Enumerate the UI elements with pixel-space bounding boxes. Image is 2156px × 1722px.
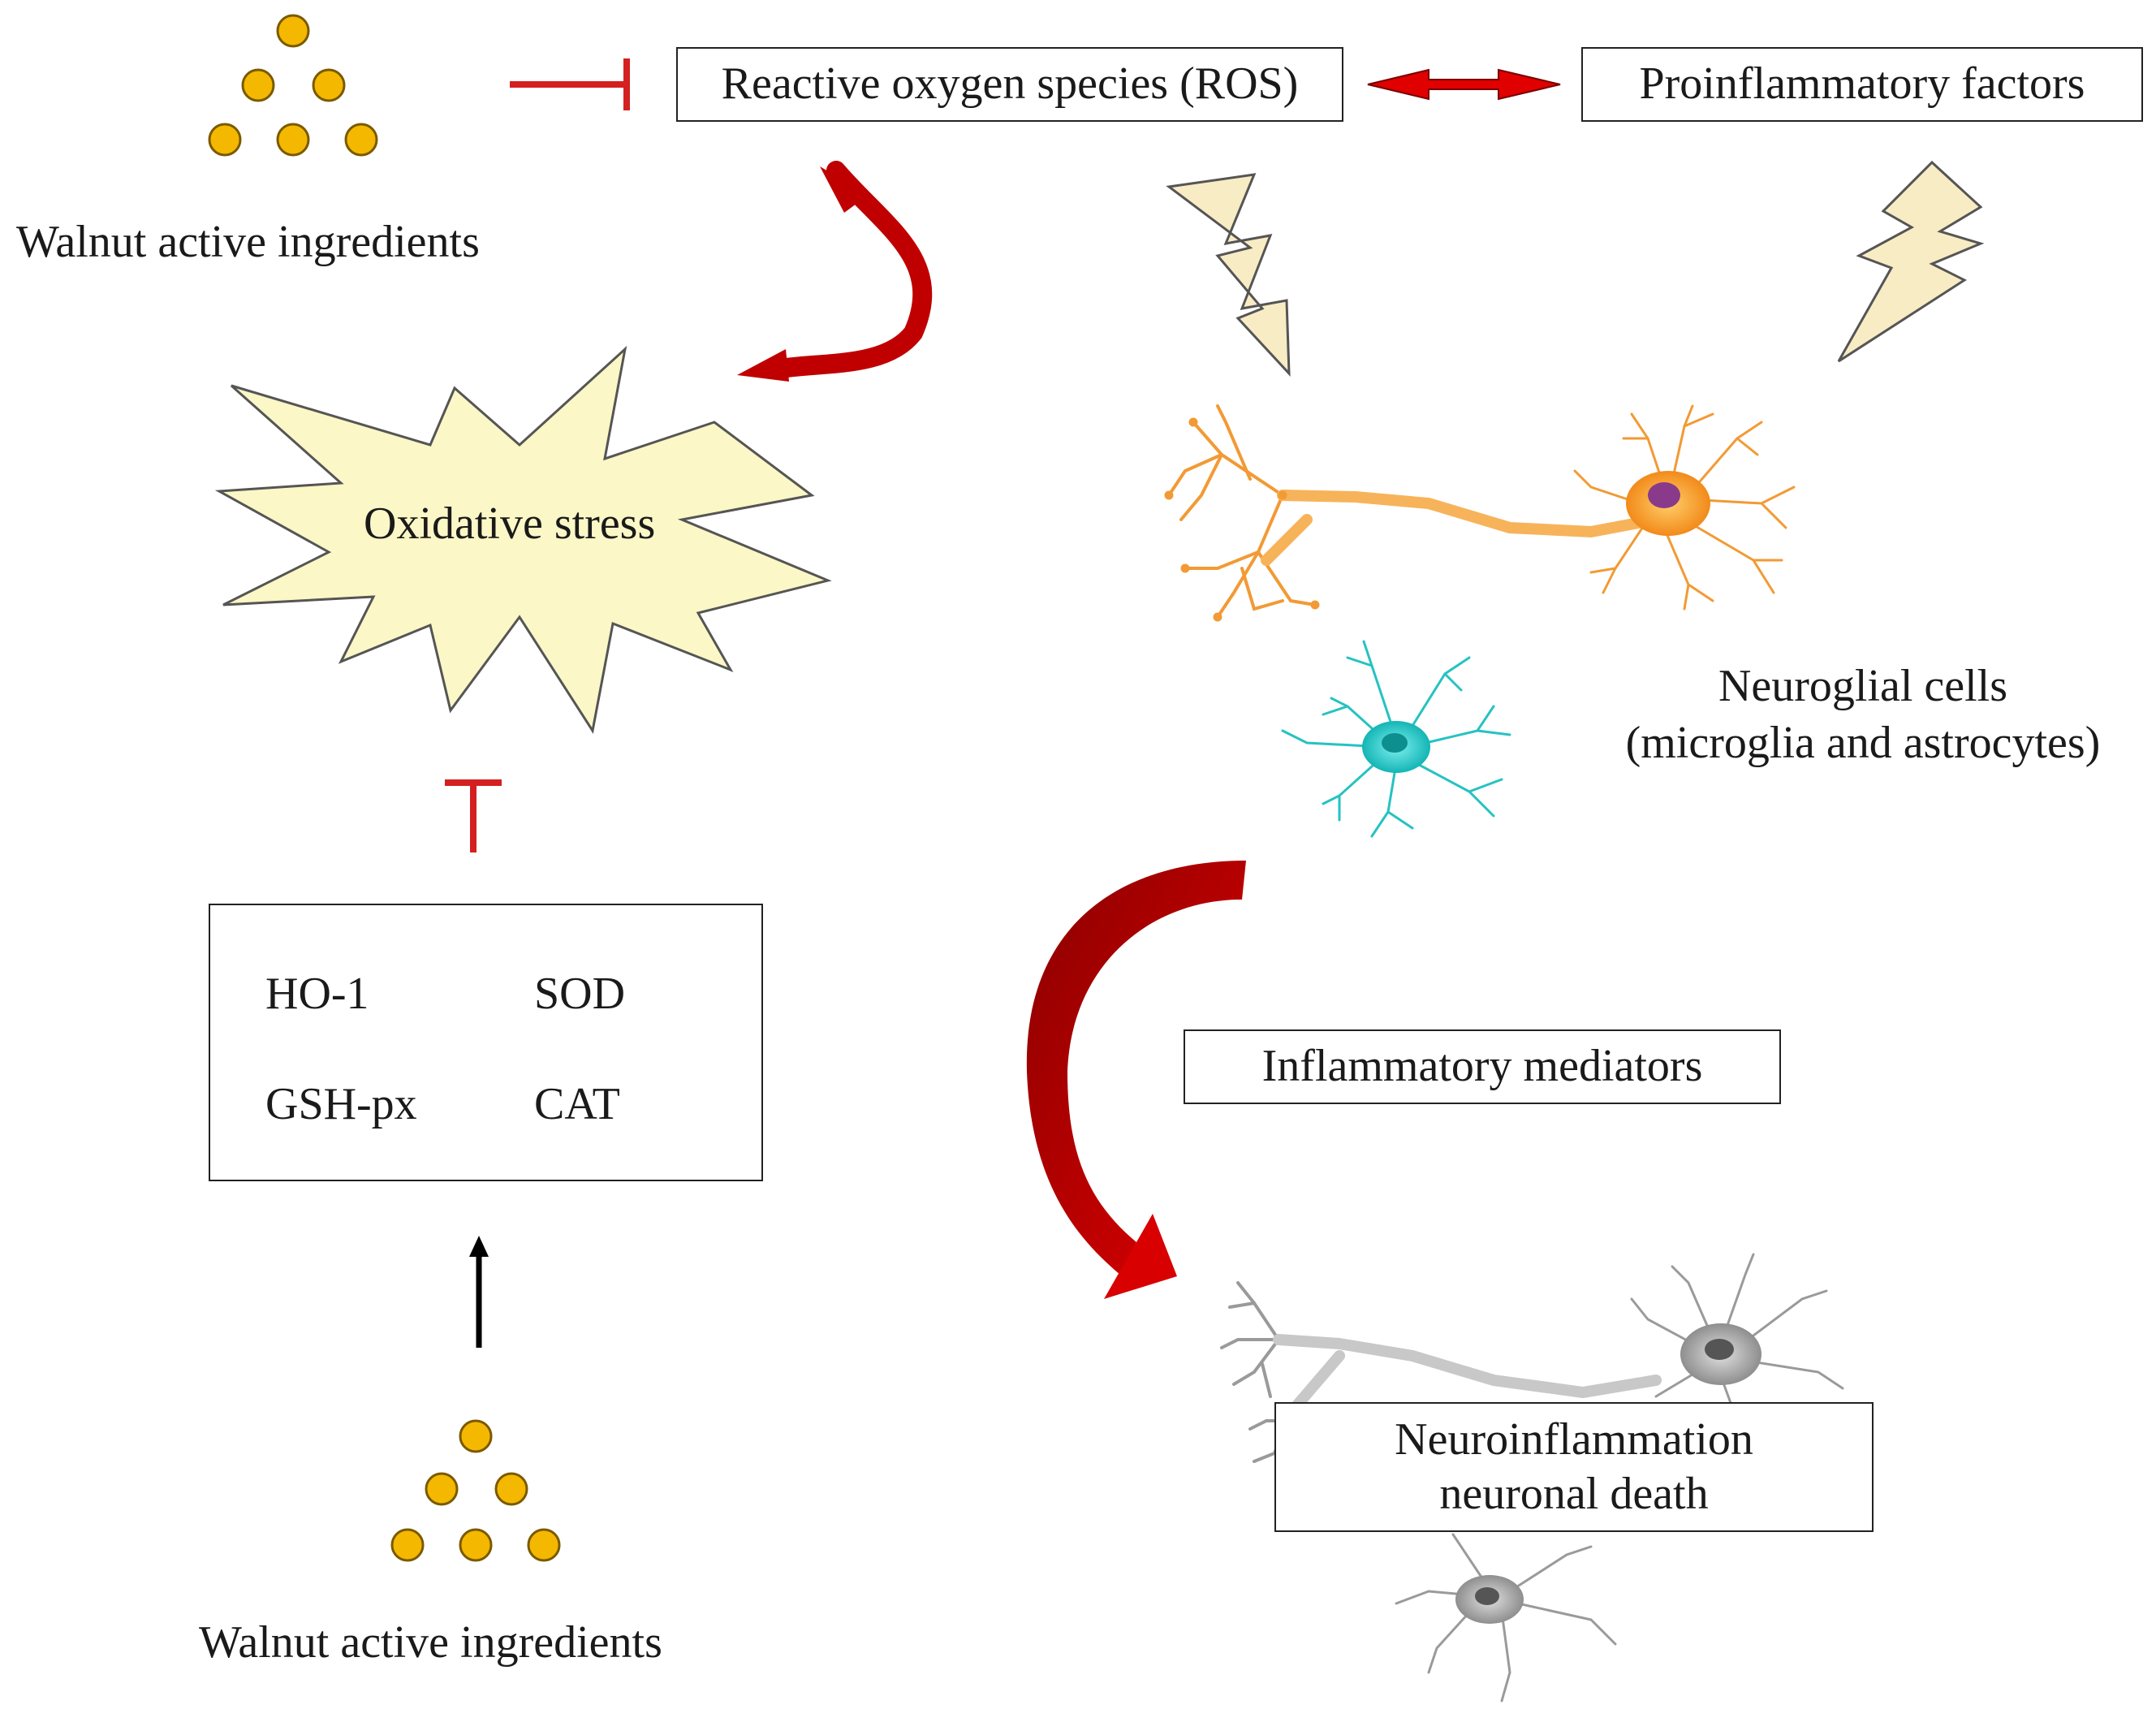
enzyme-sod: SOD [534, 969, 626, 1019]
enzyme-cat: CAT [534, 1079, 620, 1129]
lightning-icon [1166, 173, 1291, 377]
neuroinflammation-label-line2: neuronal death [1439, 1469, 1709, 1519]
walnut-label-top: Walnut active ingredients [16, 217, 480, 267]
inhibition-bar-icon [510, 58, 630, 110]
enzyme-ho1: HO-1 [265, 969, 369, 1019]
neuroglial-label-line2: (microglia and astrocytes) [1625, 718, 2101, 768]
inflammatory-mediators-label: Inflammatory mediators [1261, 1041, 1703, 1092]
ros-box: Reactive oxygen species (ROS) [676, 47, 1343, 122]
walnut-label-bottom: Walnut active ingredients [199, 1617, 662, 1668]
curved-arrow-icon [737, 161, 933, 382]
ros-label: Reactive oxygen species (ROS) [721, 58, 1299, 110]
walnut-dots-icon [390, 1419, 561, 1562]
glial-cell-icon [1281, 640, 1511, 838]
lightning-icon [1837, 160, 1985, 363]
curved-arrow-icon [1026, 861, 1246, 1299]
walnut-dots-icon [208, 14, 378, 157]
neuroinflammation-box: Neuroinflammation neuronal death [1274, 1402, 1874, 1532]
neuroglial-label-line1: Neuroglial cells [1718, 661, 2008, 711]
enzyme-box [209, 904, 763, 1181]
proinflammatory-label: Proinflammatory factors [1639, 58, 2085, 110]
starburst-icon [214, 345, 832, 734]
up-arrow-line-icon [469, 1236, 489, 1348]
neuron-icon [1164, 404, 1796, 622]
double-arrow-icon [1367, 68, 1561, 101]
proinflammatory-box: Proinflammatory factors [1581, 47, 2143, 122]
oxidative-stress-label: Oxidative stress [364, 498, 656, 549]
inflammatory-mediators-box: Inflammatory mediators [1184, 1029, 1781, 1104]
enzyme-gshpx: GSH-px [265, 1079, 417, 1129]
dead-neuron-icon [1220, 1253, 1844, 1703]
neuroinflammation-label-line1: Neuroinflammation [1395, 1413, 1753, 1465]
inhibition-bar-icon [445, 779, 502, 852]
